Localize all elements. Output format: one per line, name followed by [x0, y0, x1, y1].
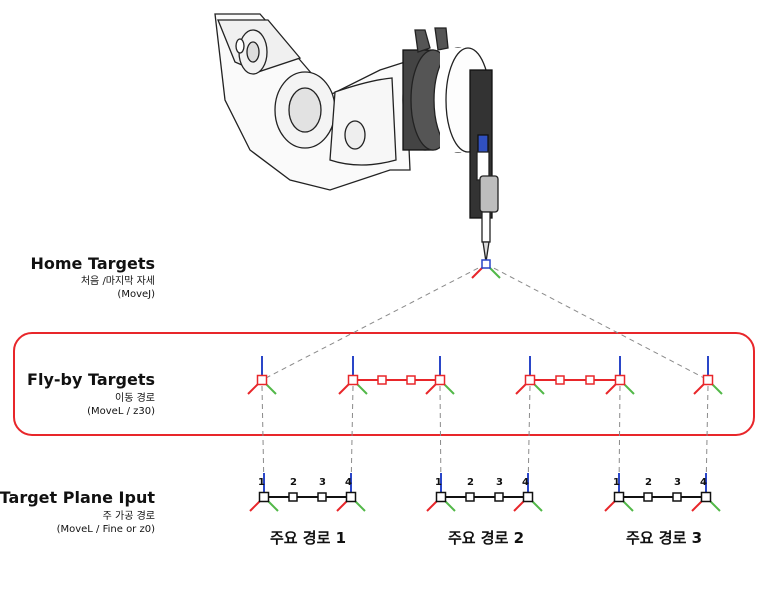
target-square	[347, 374, 359, 386]
plane-target-frame-2-end	[513, 473, 543, 512]
flyby-target-frame-4	[515, 356, 545, 395]
home-target-frame	[471, 259, 501, 279]
plane-target-frame-1-start	[249, 473, 279, 512]
robot-arm-icon	[214, 13, 499, 263]
target-square	[434, 374, 446, 386]
group-label-3: 주요 경로 3	[625, 529, 703, 547]
flyby-targets-title: Fly-by Targets	[27, 370, 155, 389]
target-number: 3	[319, 477, 326, 488]
dash-home-right	[485, 263, 709, 381]
coordinate-frames	[247, 259, 723, 512]
dash-home-left	[261, 263, 487, 381]
target-plane-title: Target Plane Iput	[0, 488, 155, 507]
target-plane-sub1: 주 가공 경로	[102, 511, 155, 522]
target-square	[345, 491, 357, 503]
plane-via-point	[288, 492, 298, 502]
target-square	[481, 259, 491, 269]
flyby-target-frame-1	[247, 356, 277, 395]
plane-via-point	[317, 492, 327, 502]
flyby-targets-sub2: (MoveL / z30)	[87, 406, 155, 417]
flyby-via-point	[585, 375, 595, 385]
flyby-highlight-box	[13, 332, 755, 436]
dashed-guides	[261, 263, 709, 492]
plane-target-frame-1-end	[336, 473, 366, 512]
plane-via-point	[494, 492, 504, 502]
target-number: 3	[496, 477, 503, 488]
target-number: 3	[674, 477, 681, 488]
home-targets-title: Home Targets	[30, 254, 156, 273]
group-label-1: 주요 경로 1	[269, 529, 347, 547]
target-number: 1	[258, 477, 265, 488]
target-number: 1	[435, 477, 442, 488]
target-square	[613, 491, 625, 503]
target-square	[700, 491, 712, 503]
target-square	[258, 491, 270, 503]
plane-via-point	[643, 492, 653, 502]
target-number: 2	[467, 477, 474, 488]
flyby-target-frame-6	[693, 356, 723, 395]
plane-target-frame-3-end	[691, 473, 721, 512]
target-square	[702, 374, 714, 386]
target-square	[435, 491, 447, 503]
flyby-target-frame-5	[605, 356, 635, 395]
home-targets-sub1: 처음 /마지막 자세	[80, 276, 155, 287]
group-label-2: 주요 경로 2	[447, 529, 525, 547]
target-number: 4	[700, 477, 707, 488]
target-number: 4	[345, 477, 352, 488]
flyby-via-point	[555, 375, 565, 385]
plane-target-frame-3-start	[604, 473, 634, 512]
flyby-target-frame-2	[338, 356, 368, 395]
flyby-via-point	[377, 375, 387, 385]
flyby-target-frame-3	[425, 356, 455, 395]
target-number: 4	[522, 477, 529, 488]
home-targets-sub2: (MoveJ)	[117, 289, 155, 300]
plane-via-point	[672, 492, 682, 502]
target-plane-sub2: (MoveL / Fine or z0)	[56, 524, 155, 535]
plane-paths	[264, 492, 706, 502]
target-number: 1	[613, 477, 620, 488]
target-numbers: 1 2 3 4 1 2 3 4 1 2 3 4	[258, 477, 707, 488]
flyby-paths	[353, 375, 620, 385]
target-square	[522, 491, 534, 503]
target-square	[614, 374, 626, 386]
plane-target-frame-2-start	[426, 473, 456, 512]
flyby-via-point	[406, 375, 416, 385]
target-square	[524, 374, 536, 386]
flyby-targets-sub1: 이동 경로	[115, 393, 155, 404]
target-number: 2	[290, 477, 297, 488]
target-square	[256, 374, 268, 386]
plane-via-point	[465, 492, 475, 502]
target-number: 2	[645, 477, 652, 488]
